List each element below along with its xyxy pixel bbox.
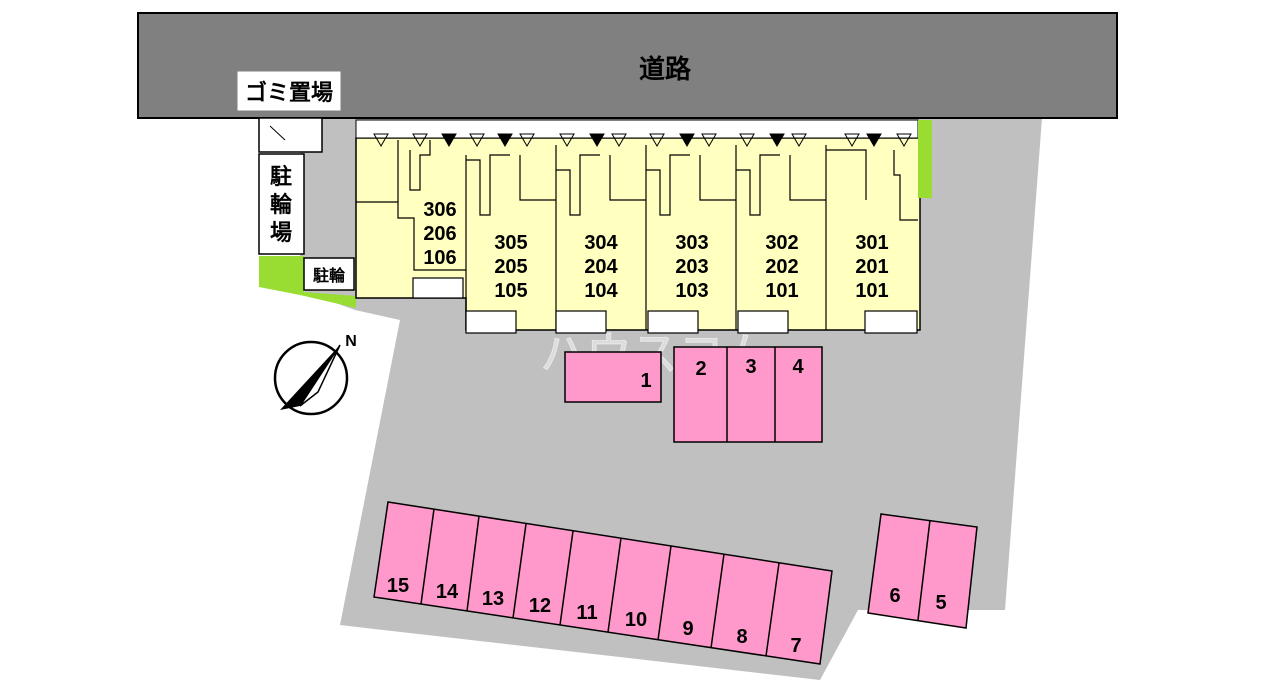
space-15-label: 15: [387, 575, 409, 597]
bicycle-parking-small: [303, 257, 355, 291]
entrance-boxes: [412, 277, 918, 334]
parking-block-2-4: [673, 346, 823, 443]
space-12-label: 12: [529, 595, 551, 617]
unit-201-label: 201: [855, 256, 888, 278]
unit-202-label: 202: [765, 256, 798, 278]
unit-206-label: 206: [423, 223, 456, 245]
space-5-label: 5: [935, 592, 946, 614]
unit-303-label: 303: [675, 232, 708, 254]
space-10-label: 10: [625, 609, 647, 631]
road-label: 道路: [639, 54, 692, 85]
space-13-label: 13: [482, 588, 504, 610]
parking-space-1: 1: [564, 351, 662, 403]
bicycle-small-label: 駐輪: [313, 266, 346, 285]
green-area-left: [259, 256, 356, 308]
compass-icon: N: [273, 333, 357, 416]
parking-block-7-15: [373, 501, 833, 665]
interior-lines: [356, 140, 918, 330]
bicycle-char-1: 駐: [270, 164, 292, 190]
unit-106-label: 106: [423, 247, 456, 269]
garbage-label-box: [237, 71, 341, 111]
unit-101b-label: 101: [855, 280, 888, 302]
unit-304-label: 304: [584, 232, 618, 254]
garbage-label: ゴミ置場: [245, 80, 333, 106]
garbage-area: [258, 117, 323, 153]
bicycle-char-2: 輪: [270, 192, 293, 218]
space-9-label: 9: [682, 618, 693, 640]
space-8-label: 8: [736, 626, 747, 648]
unit-204-label: 204: [584, 256, 618, 278]
unit-103-label: 103: [675, 280, 708, 302]
unit-105-label: 105: [494, 280, 527, 302]
parking-block-5-6: [867, 513, 978, 629]
space-1-label: 1: [640, 370, 651, 392]
space-6-label: 6: [889, 585, 900, 607]
bicycle-char-3: 場: [270, 221, 292, 246]
unit-305-label: 305: [494, 232, 527, 254]
space-3-label: 3: [745, 356, 756, 378]
unit-101a-label: 101: [765, 280, 798, 302]
space-11-label: 11: [576, 602, 597, 624]
balcony-marks: [373, 133, 912, 147]
unit-306-label: 306: [423, 199, 456, 221]
unit-104-label: 104: [584, 280, 618, 302]
balcony-strip: [355, 119, 919, 139]
bicycle-parking-main: [258, 153, 305, 255]
space-2-label: 2: [695, 358, 706, 380]
space-7-label: 7: [790, 635, 801, 657]
unit-301-label: 301: [855, 232, 888, 254]
green-area-right: [918, 120, 932, 198]
unit-205-label: 205: [494, 256, 527, 278]
space-4-label: 4: [792, 356, 804, 378]
space-14-label: 14: [436, 581, 459, 603]
unit-302-label: 302: [765, 232, 798, 254]
unit-203-label: 203: [675, 256, 708, 278]
compass-north-label: N: [345, 333, 357, 350]
